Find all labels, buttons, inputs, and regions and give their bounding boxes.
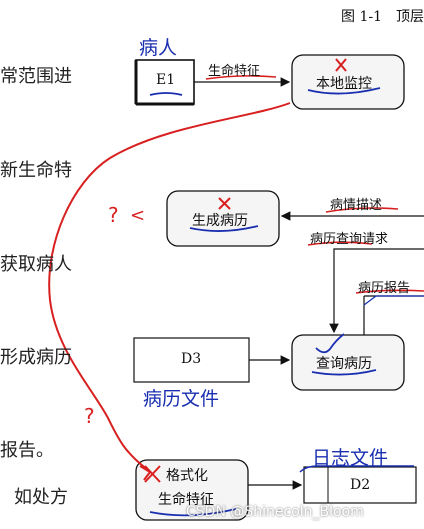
data-store-d2: [303, 466, 417, 504]
left-text-line-4: 形成病历: [0, 347, 72, 368]
red-arrow-mark: <: [130, 205, 146, 226]
process-query-record: [291, 334, 405, 391]
handwritten-log-file-label: 日志文件: [312, 447, 389, 469]
data-store-d2-label: D2: [350, 477, 371, 493]
flow-label-record-query-request: 病历查询请求: [310, 232, 389, 247]
red-cross-format-signs: [144, 465, 161, 483]
left-text-line-5: 报告。: [0, 440, 54, 461]
flow-label-vital-signs: 生命特征: [208, 64, 261, 79]
data-store-d3-label: D3: [181, 351, 202, 367]
red-underline-record-report: [355, 289, 424, 294]
red-cross-generate-record: [218, 197, 231, 210]
blue-underline-local-monitor: [307, 87, 381, 95]
format-signs-label-line1: 格式化: [166, 468, 208, 484]
external-entity-label: E1: [156, 72, 176, 88]
red-underline-record-description: [325, 207, 399, 213]
local-monitor-label: 本地监控: [316, 76, 372, 92]
process-local-monitor: [291, 54, 405, 110]
watermark: CSDN @Shinecoln_Bloom: [186, 504, 364, 520]
query-record-label: 查询病历: [316, 356, 372, 372]
flow-label-record-description: 病情描述: [330, 198, 383, 213]
format-signs-label-line2: 生命特征: [158, 492, 214, 508]
blue-underline-query-record: [311, 369, 377, 376]
left-text-line-3: 获取病人: [0, 254, 72, 275]
handwritten-patient-label: 病人: [139, 37, 178, 59]
blue-underline-generate-record: [189, 225, 259, 232]
left-text-line-2: 新生命特: [0, 160, 72, 181]
left-text-line-1: 常范围进: [0, 66, 72, 87]
process-generate-record: [166, 190, 280, 247]
red-cross-local-monitor: [335, 58, 347, 72]
red-question-mark-lower: ?: [84, 404, 95, 428]
blue-bracket-log-file: [299, 465, 414, 473]
red-underline-query-request: [307, 241, 373, 246]
figure-caption: 图 1-1 顶层: [341, 9, 424, 25]
process-format-signs: [135, 459, 249, 521]
handwritten-record-file-label: 病历文件: [143, 388, 220, 410]
red-question-mark-upper: ?: [108, 203, 119, 227]
flow-label-record-report: 病历报告: [358, 281, 411, 296]
left-text-line-6: 如处方: [14, 487, 68, 508]
blue-check-query-record: [315, 333, 345, 354]
red-underline-vital-signs: [205, 75, 277, 80]
blue-underline-format-signs: [149, 508, 237, 517]
flow-arrow-record-query: [329, 248, 424, 334]
blue-underline-e1: [149, 92, 183, 96]
red-annotation-curve: [48, 102, 291, 471]
generate-record-label: 生成病历: [192, 213, 248, 229]
